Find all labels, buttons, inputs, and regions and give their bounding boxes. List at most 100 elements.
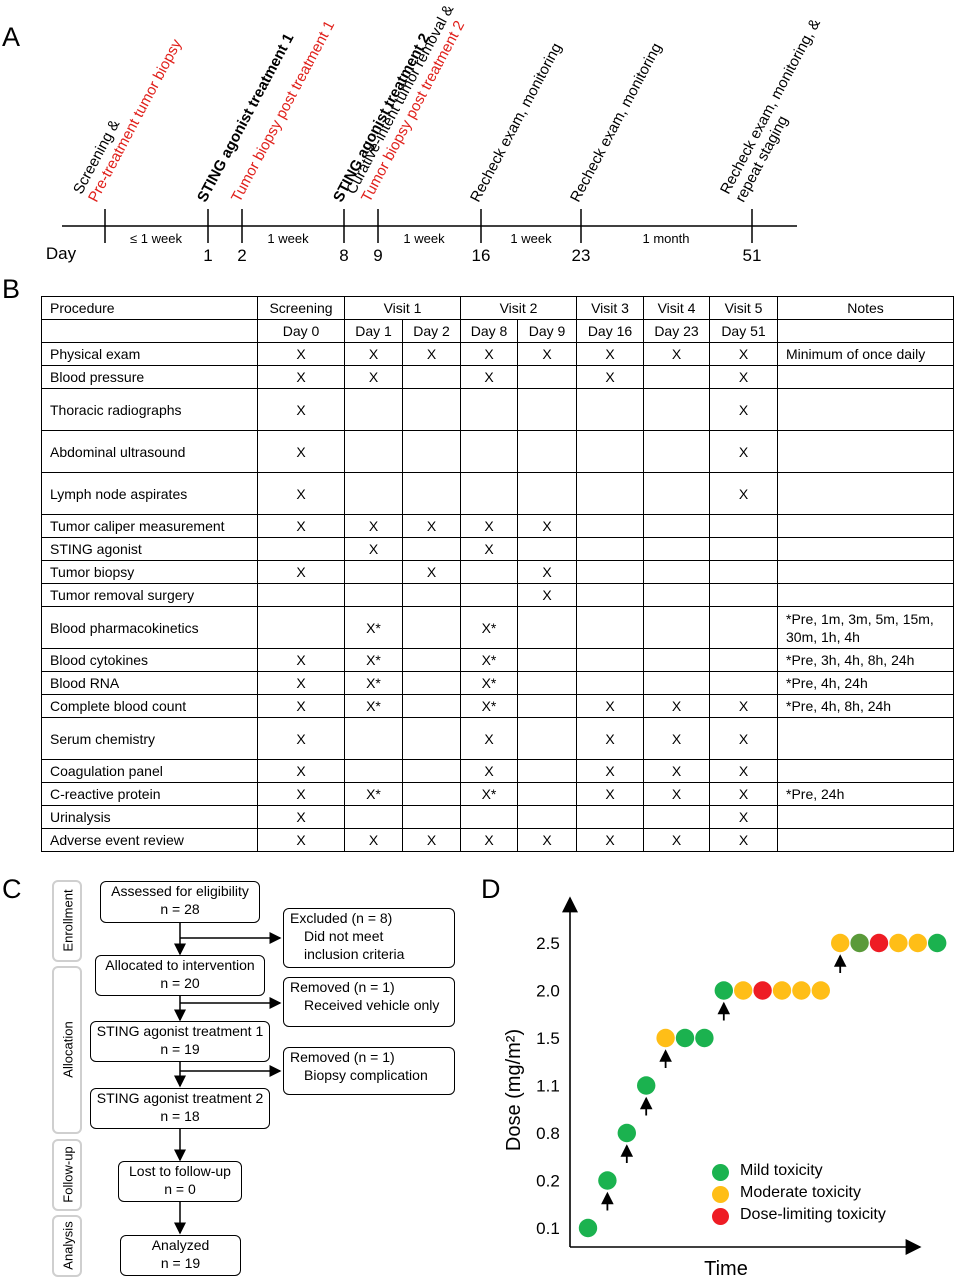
schedule-mark: X	[576, 759, 644, 783]
schedule-mark	[576, 514, 644, 538]
schedule-mark	[709, 606, 778, 649]
schedule-mark	[517, 430, 577, 473]
y-tick-label: 0.2	[536, 1172, 560, 1191]
stage-analysis: Analysis	[52, 1215, 82, 1277]
schedule-mark: X	[460, 342, 518, 366]
schedule-mark	[576, 430, 644, 473]
schedule-mark	[576, 805, 644, 829]
day-header: Day 2	[402, 319, 461, 343]
schedule-mark: X	[257, 648, 345, 672]
schedule-mark	[344, 805, 403, 829]
schedule-mark: X	[576, 694, 644, 718]
schedule-mark	[643, 514, 710, 538]
schedule-mark	[402, 537, 461, 561]
lost-followup-title: Lost to follow-up	[129, 1163, 231, 1179]
schedule-mark	[460, 430, 518, 473]
schedule-mark: X	[344, 537, 403, 561]
treatment1-title: STING agonist treatment 1	[96, 1023, 264, 1039]
schedule-mark	[576, 560, 644, 584]
column-header: Visit 1	[344, 296, 461, 320]
schedule-mark: X	[257, 694, 345, 718]
patient-dose-point	[753, 981, 772, 1000]
schedule-mark	[643, 805, 710, 829]
day-tick-label: 2	[237, 246, 247, 265]
schedule-mark: X	[709, 717, 778, 760]
schedule-mark: X	[643, 828, 710, 852]
removed2-reason: Biopsy complication	[304, 1067, 428, 1083]
legend-label: Mild toxicity	[740, 1162, 823, 1179]
schedule-mark	[709, 648, 778, 672]
legend-label: Dose-limiting toxicity	[740, 1206, 886, 1223]
procedure-name: Serum chemistry	[41, 717, 258, 760]
schedule-mark	[517, 606, 577, 649]
schedule-mark	[402, 717, 461, 760]
schedule-mark: X	[643, 782, 710, 806]
column-header: Visit 2	[460, 296, 577, 320]
procedure-note: *Pre, 1m, 3m, 5m, 15m, 30m, 1h, 4h	[777, 606, 954, 649]
schedule-mark: X	[257, 388, 345, 431]
schedule-mark: X	[344, 828, 403, 852]
y-tick-label: 0.8	[536, 1124, 560, 1143]
day-tick-label: 16	[471, 246, 491, 265]
analyzed-box: Analyzed n = 19	[120, 1235, 241, 1276]
stage-enrollment: Enrollment	[52, 880, 82, 962]
schedule-mark	[402, 388, 461, 431]
schedule-mark	[517, 671, 577, 695]
schedule-mark: X*	[344, 694, 403, 718]
schedule-mark: X	[709, 694, 778, 718]
procedure-note	[777, 828, 954, 852]
schedule-mark: X	[709, 759, 778, 783]
schedule-mark	[402, 671, 461, 695]
schedule-mark	[576, 537, 644, 561]
schedule-mark	[709, 583, 778, 607]
schedule-mark: X	[643, 342, 710, 366]
patient-dose-point	[714, 981, 733, 1000]
panel-letter-a: A	[2, 22, 21, 52]
removed1-box: Removed (n = 1) Received vehicle only	[283, 977, 455, 1027]
schedule-mark	[460, 583, 518, 607]
column-header: Procedure	[41, 296, 258, 320]
schedule-mark: X	[402, 514, 461, 538]
schedule-mark	[344, 430, 403, 473]
procedure-note	[777, 365, 954, 389]
schedule-mark: X	[402, 342, 461, 366]
schedule-mark	[460, 472, 518, 515]
schedule-mark: X	[709, 430, 778, 473]
schedule-mark: X	[709, 805, 778, 829]
schedule-mark: X	[257, 805, 345, 829]
schedule-mark: X*	[460, 694, 518, 718]
schedule-mark: X	[709, 828, 778, 852]
schedule-mark	[344, 388, 403, 431]
schedule-mark: X	[576, 828, 644, 852]
day-header: Day 1	[344, 319, 403, 343]
schedule-mark: X	[643, 759, 710, 783]
schedule-mark	[257, 606, 345, 649]
schedule-mark	[344, 717, 403, 760]
procedure-name: Tumor biopsy	[41, 560, 258, 584]
schedule-mark: X	[344, 514, 403, 538]
day-tick-label: 8	[339, 246, 349, 265]
schedule-mark	[576, 472, 644, 515]
procedure-name: Tumor caliper measurement	[41, 514, 258, 538]
schedule-mark: X	[257, 671, 345, 695]
empty-cell	[41, 319, 258, 343]
flowchart-arrows	[174, 922, 282, 1235]
excluded-title: Excluded (n = 8)	[290, 910, 393, 926]
treatment2-title: STING agonist treatment 2	[96, 1090, 264, 1106]
schedule-mark	[460, 560, 518, 584]
schedule-mark	[643, 430, 710, 473]
stage-allocation: Allocation	[52, 966, 82, 1134]
schedule-mark: X	[257, 560, 345, 584]
schedule-mark	[643, 560, 710, 584]
schedule-mark	[643, 648, 710, 672]
schedule-mark: X	[517, 514, 577, 538]
procedure-note	[777, 583, 954, 607]
